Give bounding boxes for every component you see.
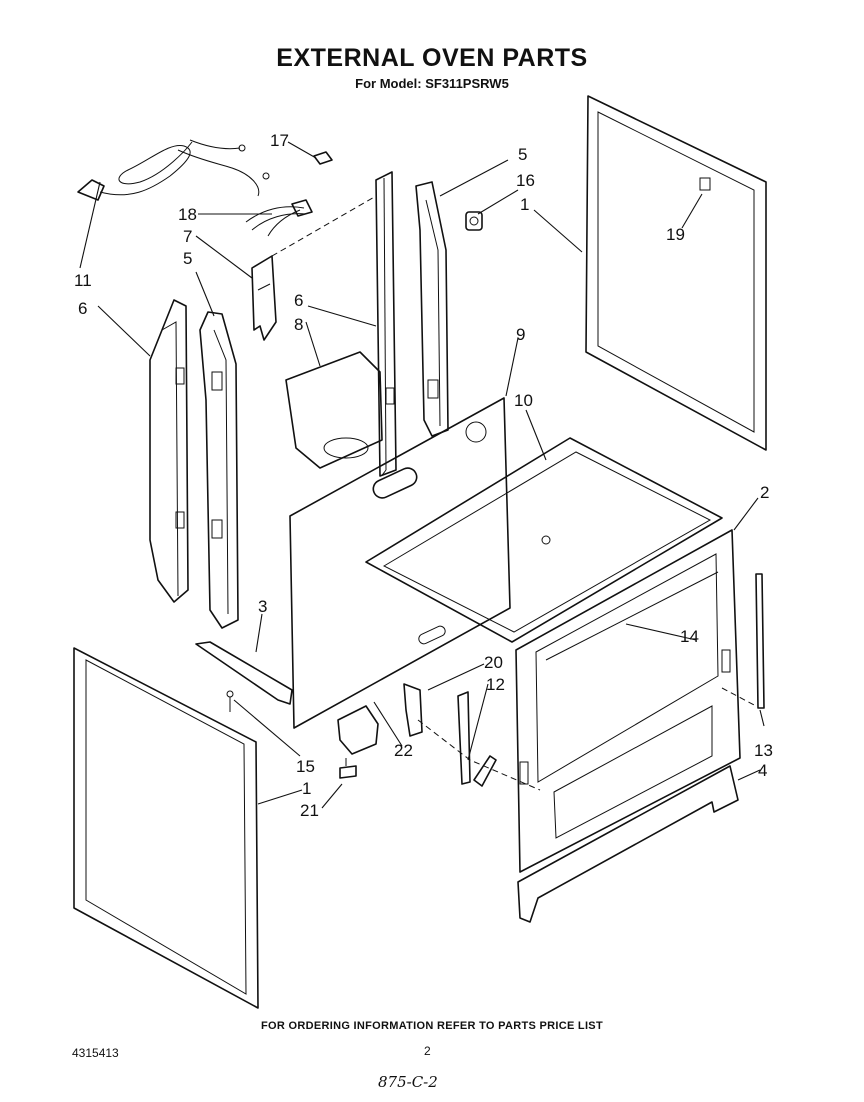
callout-16: 16 bbox=[516, 171, 535, 190]
assembly-line bbox=[721, 687, 757, 707]
front-rail-right-part bbox=[415, 181, 449, 437]
bracket-12-part bbox=[457, 691, 497, 787]
wire-harness-part bbox=[245, 199, 313, 237]
callout-10: 10 bbox=[514, 391, 533, 410]
front-rail-left-part bbox=[199, 311, 239, 629]
leveling-leg-part bbox=[339, 758, 357, 779]
callout-5-right: 5 bbox=[518, 145, 527, 164]
callout-7: 7 bbox=[183, 227, 192, 246]
side-rail-left-part bbox=[149, 299, 189, 603]
callout-3: 3 bbox=[258, 597, 267, 616]
page-title: EXTERNAL OVEN PARTS bbox=[276, 44, 588, 72]
callout-6-right: 6 bbox=[294, 291, 303, 310]
callout-22: 22 bbox=[394, 741, 413, 760]
bottom-panel-part bbox=[517, 765, 739, 923]
callout-21: 21 bbox=[300, 801, 319, 820]
assembly-line bbox=[271, 195, 377, 257]
callout-14: 14 bbox=[680, 627, 699, 646]
callout-15: 15 bbox=[296, 757, 315, 776]
bottom-bracket-part bbox=[195, 641, 293, 705]
clip-16-part bbox=[465, 211, 483, 231]
callout-5-left: 5 bbox=[183, 249, 192, 268]
side-panel-right-part bbox=[585, 95, 767, 451]
leader-lines bbox=[79, 141, 765, 809]
callout-6-left: 6 bbox=[78, 299, 87, 318]
callout-2: 2 bbox=[760, 483, 769, 502]
callout-8: 8 bbox=[294, 315, 303, 334]
callout-4: 4 bbox=[758, 761, 767, 780]
screw-part bbox=[226, 690, 234, 712]
assembly-line bbox=[379, 469, 387, 479]
side-strip-part bbox=[755, 573, 765, 709]
document-number: 4315413 bbox=[72, 1046, 119, 1060]
side-rail-right-part bbox=[375, 171, 397, 477]
top-panel-part bbox=[365, 437, 723, 643]
callout-12: 12 bbox=[486, 675, 505, 694]
ordering-note: FOR ORDERING INFORMATION REFER TO PARTS … bbox=[261, 1020, 603, 1032]
callout-9: 9 bbox=[516, 325, 525, 344]
callout-1-right: 1 bbox=[520, 195, 529, 214]
side-panel-left-part bbox=[73, 647, 259, 1009]
clip-part bbox=[313, 151, 333, 165]
vent-duct-part bbox=[285, 351, 383, 469]
bracket-20-part bbox=[403, 683, 423, 737]
base-bracket-part bbox=[337, 705, 379, 755]
callout-18: 18 bbox=[178, 205, 197, 224]
front-frame-part bbox=[515, 529, 741, 873]
callout-19: 19 bbox=[666, 225, 685, 244]
callout-13: 13 bbox=[754, 741, 773, 760]
handwritten-note: 875-C-2 bbox=[378, 1073, 438, 1091]
power-cord-part bbox=[77, 139, 270, 201]
callout-1-left: 1 bbox=[302, 779, 311, 798]
assembly-line bbox=[417, 719, 541, 791]
model-line: For Model: SF311PSRW5 bbox=[355, 76, 509, 91]
callout-20: 20 bbox=[484, 653, 503, 672]
bracket-7-part bbox=[251, 255, 277, 341]
callout-17: 17 bbox=[270, 131, 289, 150]
page-number: 2 bbox=[424, 1044, 431, 1058]
support-rod-part bbox=[545, 571, 719, 661]
back-panel-part bbox=[289, 397, 511, 729]
callout-11: 11 bbox=[74, 271, 92, 290]
